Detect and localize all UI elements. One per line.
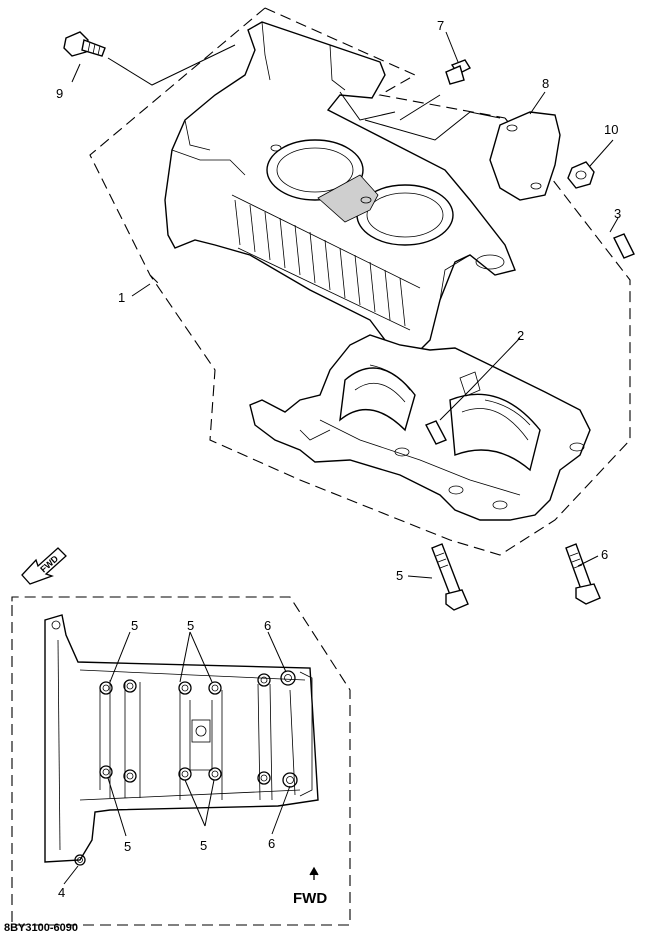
callout-6-main: 6 bbox=[601, 547, 608, 562]
fwd-inset-indicator: FWD bbox=[293, 866, 327, 907]
dowel-pin-3 bbox=[613, 233, 635, 259]
dowel-pin-2 bbox=[425, 420, 447, 445]
callout-10: 10 bbox=[604, 122, 618, 137]
callout-5-bottom-mid: 5 bbox=[200, 838, 207, 853]
fwd-inset-label: FWD bbox=[293, 890, 327, 907]
plug-7 bbox=[445, 59, 472, 85]
callout-9: 9 bbox=[56, 86, 63, 101]
leader-lines bbox=[71, 31, 619, 579]
callout-8: 8 bbox=[542, 76, 549, 91]
inset-leader-lines bbox=[63, 631, 291, 885]
upper-crankcase bbox=[164, 21, 516, 356]
lower-crankcase bbox=[249, 334, 591, 521]
cover-plate-8 bbox=[489, 111, 561, 201]
long-bolt-6 bbox=[565, 543, 601, 605]
nut-10 bbox=[567, 161, 595, 189]
drawing-code: 8BY3100-6090 bbox=[4, 922, 78, 934]
callout-5-main: 5 bbox=[396, 568, 403, 583]
flange-bolt-9 bbox=[63, 31, 106, 57]
fwd-arrow-indicator: FWD bbox=[21, 547, 67, 585]
assembly-boundary-dashed bbox=[89, 7, 631, 556]
callout-6-bottom-right: 6 bbox=[268, 836, 275, 851]
inset-boundary-dashed bbox=[11, 596, 351, 926]
callout-labels: 9 7 8 10 3 1 2 5 6 5 5 6 5 5 6 4 bbox=[56, 18, 621, 900]
callout-6-top-right: 6 bbox=[264, 618, 271, 633]
callout-3: 3 bbox=[614, 206, 621, 221]
callout-4: 4 bbox=[58, 885, 65, 900]
callout-7: 7 bbox=[437, 18, 444, 33]
callout-5-top-left: 5 bbox=[131, 618, 138, 633]
long-bolt-5 bbox=[431, 543, 469, 611]
inset-crankcase-bottom bbox=[44, 614, 319, 863]
callout-5-bottom-left: 5 bbox=[124, 839, 131, 854]
callout-5-top-mid: 5 bbox=[187, 618, 194, 633]
cooling-fins bbox=[231, 194, 421, 331]
callout-2: 2 bbox=[517, 328, 524, 343]
callout-1: 1 bbox=[118, 290, 125, 305]
